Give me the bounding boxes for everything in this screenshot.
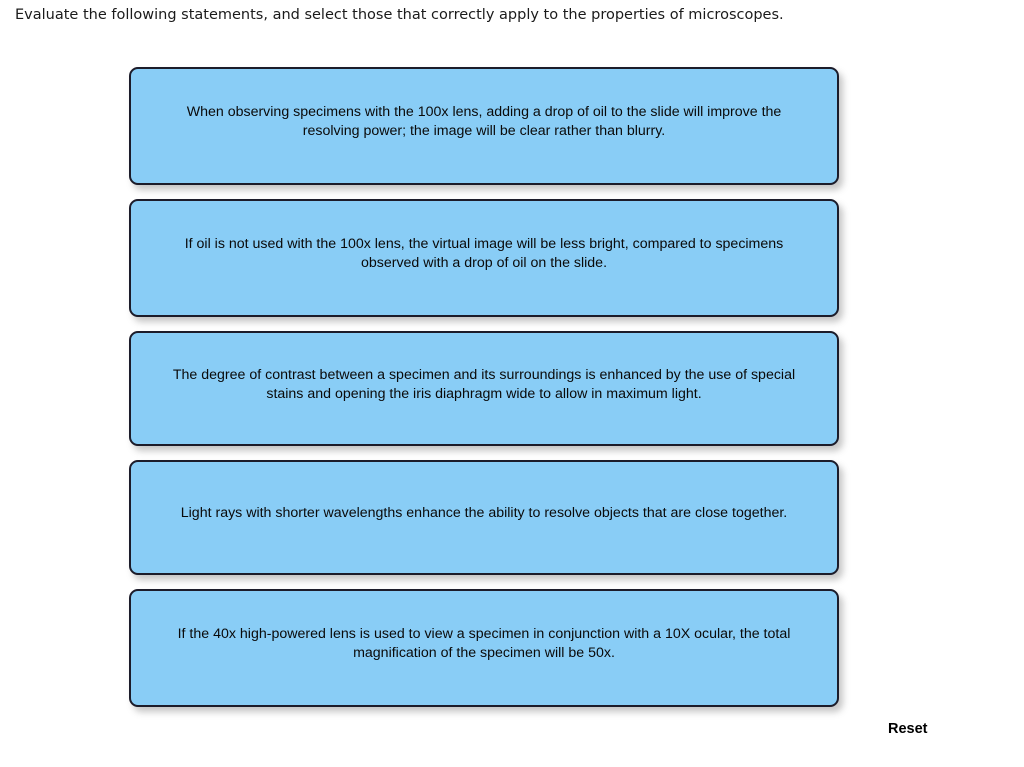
prompt-text: Evaluate the following statements, and s… xyxy=(15,7,784,23)
statement-card-3[interactable]: The degree of contrast between a specime… xyxy=(129,331,839,446)
statement-card-2[interactable]: If oil is not used with the 100x lens, t… xyxy=(129,199,839,317)
statement-card-5[interactable]: If the 40x high-powered lens is used to … xyxy=(129,589,839,707)
statement-card-1-text: When observing specimens with the 100x l… xyxy=(186,104,782,139)
statement-card-2-text: If oil is not used with the 100x lens, t… xyxy=(184,236,784,271)
statement-card-1[interactable]: When observing specimens with the 100x l… xyxy=(129,67,839,185)
statement-card-5-text: If the 40x high-powered lens is used to … xyxy=(177,626,791,661)
statement-card-4[interactable]: Light rays with shorter wavelengths enha… xyxy=(129,460,839,575)
statement-card-3-text: The degree of contrast between a specime… xyxy=(172,366,796,402)
statement-card-list: When observing specimens with the 100x l… xyxy=(129,67,839,707)
reset-button[interactable]: Reset xyxy=(888,721,928,737)
statement-card-4-text: Light rays with shorter wavelengths enha… xyxy=(180,505,788,521)
